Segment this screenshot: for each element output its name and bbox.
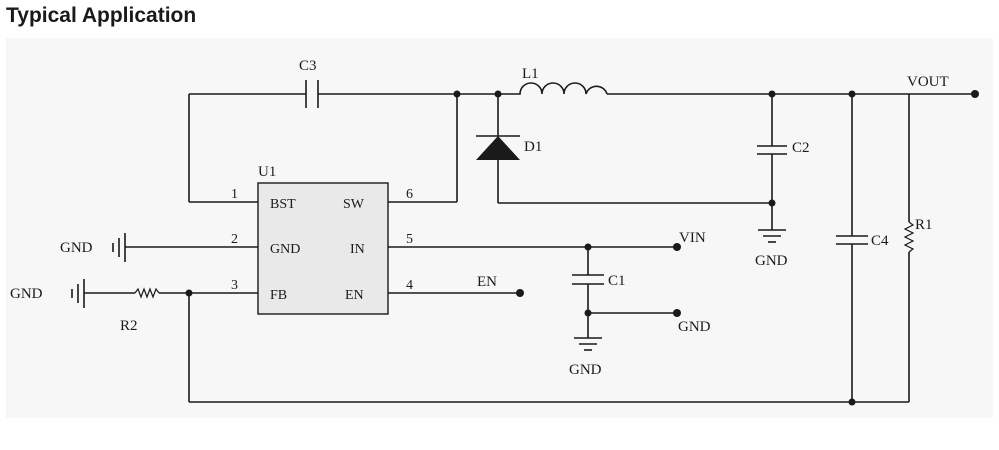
page-title: Typical Application	[6, 4, 197, 27]
diode-d1: D1	[476, 135, 542, 160]
pin-number: 3	[231, 278, 238, 293]
pin-name-fb: FB	[270, 288, 287, 303]
pin-number: 1	[231, 187, 238, 202]
gnd-c2-label: GND	[755, 253, 788, 269]
ic-u1: U1 1 2 3 6 5 4 BST GND FB SW IN EN	[231, 164, 413, 315]
pin-number: 5	[406, 232, 413, 247]
pin-number: 4	[406, 278, 413, 293]
pin-name-sw: SW	[343, 197, 365, 212]
gnd-c1-terminal-label: GND	[678, 319, 711, 335]
c3-label: C3	[299, 58, 317, 74]
pin-name-gnd: GND	[270, 242, 300, 257]
gnd-c1-bottom-label: GND	[569, 362, 602, 378]
pin-name-in: IN	[350, 242, 365, 257]
pin-number: 2	[231, 232, 238, 247]
vin-label: VIN	[679, 230, 706, 246]
inductor-l1: L1	[498, 66, 608, 95]
ground-symbol-left-bottom: GND	[10, 279, 85, 308]
c4-label: C4	[871, 233, 889, 249]
ground-symbol-left-top: GND	[60, 233, 126, 262]
gnd-left-top-label: GND	[60, 240, 93, 256]
en-terminal	[516, 289, 524, 297]
pin-number: 6	[406, 187, 413, 202]
vout-terminal	[971, 90, 979, 98]
wires	[84, 93, 975, 403]
pin-name-bst: BST	[270, 197, 296, 212]
c2-label: C2	[792, 140, 810, 156]
d1-label: D1	[524, 139, 542, 155]
en-label: EN	[477, 274, 497, 290]
capacitor-c1: C1	[572, 273, 626, 289]
gnd-left-bottom-label: GND	[10, 286, 43, 302]
capacitor-c2: C2	[757, 140, 810, 156]
l1-label: L1	[522, 66, 539, 82]
gnd-c1-terminal	[673, 309, 681, 317]
pin-name-en: EN	[345, 288, 364, 303]
ic-ref-label: U1	[258, 164, 276, 180]
capacitor-c4: C4	[836, 233, 889, 249]
resistor-r2: R2	[120, 287, 160, 334]
r1-label: R1	[915, 217, 933, 233]
schematic-panel	[6, 38, 993, 418]
ground-symbol-c1: GND	[569, 337, 602, 378]
r2-label: R2	[120, 318, 138, 334]
ground-symbol-c2: GND	[755, 229, 788, 269]
capacitor-c3: C3	[299, 58, 319, 108]
vin-terminal	[673, 243, 681, 251]
c1-label: C1	[608, 273, 626, 289]
vout-label: VOUT	[907, 74, 949, 90]
resistor-r1: R1	[903, 217, 933, 253]
